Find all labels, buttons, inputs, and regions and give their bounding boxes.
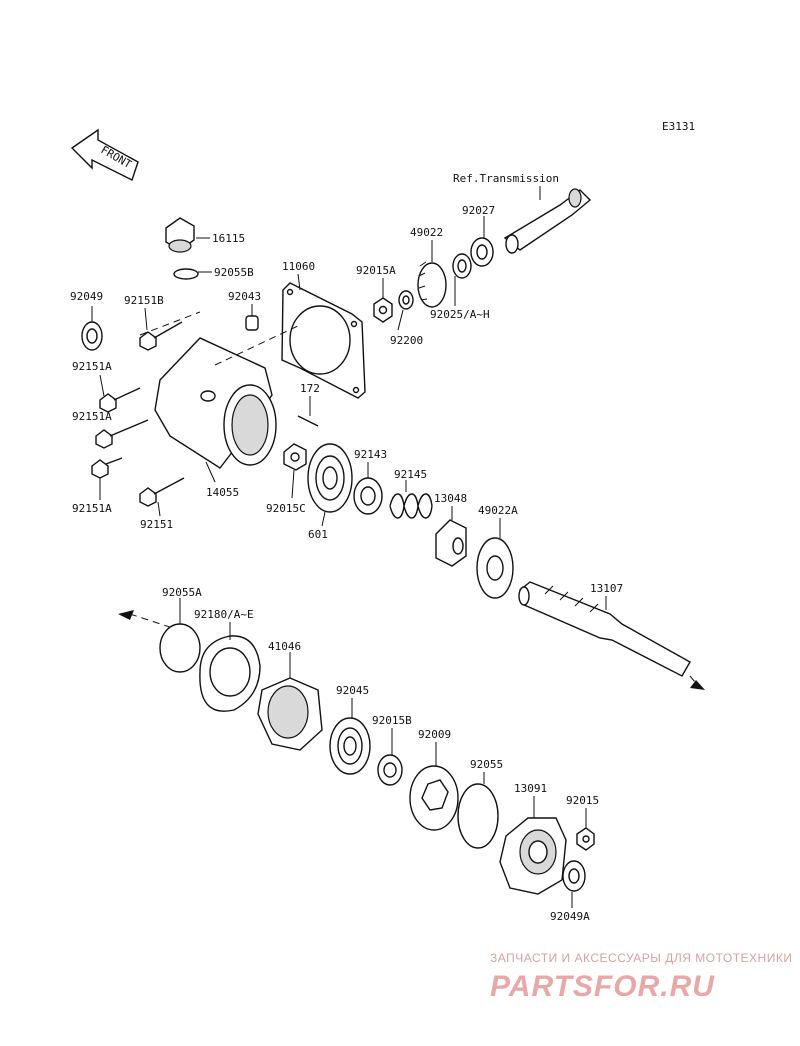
nut-92015A bbox=[373, 278, 393, 323]
label-92045: 92045 bbox=[336, 684, 369, 697]
watermark-tagline: ЗАПЧАСТИ И АКСЕССУАРЫ ДЛЯ МОТОТЕХНИКИ bbox=[490, 951, 792, 965]
plate-92009 bbox=[409, 742, 459, 831]
label-92009: 92009 bbox=[418, 728, 451, 741]
label-92180: 92180/A~E bbox=[194, 608, 254, 621]
label-92015: 92015 bbox=[566, 794, 599, 807]
label-92049A: 92049A bbox=[550, 910, 590, 923]
label-11060: 11060 bbox=[282, 260, 315, 273]
dowel-pin-92043 bbox=[245, 304, 259, 331]
label-13107: 13107 bbox=[590, 582, 623, 595]
label-92015A: 92015A bbox=[356, 264, 396, 277]
label-92055A: 92055A bbox=[162, 586, 202, 599]
part-labels: 16115 92055B 11060 92049 92151B 92043 92… bbox=[70, 204, 623, 923]
front-arrow-icon: FRONT bbox=[70, 128, 139, 181]
label-92049: 92049 bbox=[70, 290, 103, 303]
label-92151A-2: 92151A bbox=[72, 410, 112, 423]
washer-92027 bbox=[470, 216, 494, 267]
label-13048: 13048 bbox=[434, 492, 467, 505]
label-601: 601 bbox=[308, 528, 328, 541]
o-ring-92055B bbox=[173, 268, 212, 280]
transmission-shaft: Ref.Transmission bbox=[453, 172, 592, 254]
label-92145: 92145 bbox=[394, 468, 427, 481]
watermark-brand: PARTSFOR.RU bbox=[490, 970, 715, 1003]
flange-13091 bbox=[499, 796, 567, 895]
label-13091: 13091 bbox=[514, 782, 547, 795]
label-92151B: 92151B bbox=[124, 294, 164, 307]
label-41046: 41046 bbox=[268, 640, 301, 653]
seal-92049 bbox=[81, 306, 103, 351]
bolt-92151A-3 bbox=[91, 457, 123, 500]
label-92151A-1: 92151A bbox=[72, 360, 112, 373]
bearing-housing-41046 bbox=[257, 652, 323, 751]
bearing-92045 bbox=[329, 698, 371, 775]
bolt-92151B bbox=[139, 307, 183, 351]
diagram-code: E3131 bbox=[662, 120, 695, 133]
label-16115: 16115 bbox=[212, 232, 245, 245]
gasket-11060 bbox=[281, 273, 366, 399]
bearing-601 bbox=[307, 443, 353, 527]
nut-92015B bbox=[377, 728, 403, 786]
bevel-gear-49022A bbox=[476, 518, 514, 599]
label-92151: 92151 bbox=[140, 518, 173, 531]
label-92025: 92025/A~H bbox=[430, 308, 490, 321]
drive-shaft-13107 bbox=[518, 581, 705, 690]
bolt-92151A-1 bbox=[99, 374, 141, 413]
label-92027: 92027 bbox=[462, 204, 495, 217]
label-92143: 92143 bbox=[354, 448, 387, 461]
gear-case-14055 bbox=[139, 311, 301, 483]
shim-92180 bbox=[199, 622, 261, 712]
label-92043: 92043 bbox=[228, 290, 261, 303]
washer-92200 bbox=[397, 290, 414, 331]
o-ring-92055 bbox=[457, 772, 499, 849]
bolt-92151 bbox=[139, 477, 185, 517]
shim-92025 bbox=[452, 253, 472, 306]
label-92055: 92055 bbox=[470, 758, 503, 771]
bevel-gear-49022 bbox=[417, 240, 447, 308]
label-92151A-3: 92151A bbox=[72, 502, 112, 515]
o-ring-92055A bbox=[159, 598, 201, 673]
label-14055: 14055 bbox=[206, 486, 239, 499]
label-92015B: 92015B bbox=[372, 714, 412, 727]
seal-92049A bbox=[562, 860, 586, 908]
label-49022: 49022 bbox=[410, 226, 443, 239]
label-92015C: 92015C bbox=[266, 502, 306, 515]
nut-92015 bbox=[576, 808, 595, 851]
label-172: 172 bbox=[300, 382, 320, 395]
filler-cap-16115 bbox=[165, 217, 210, 253]
clutch-13048 bbox=[435, 506, 467, 567]
watermark: ЗАПЧАСТИ И АКСЕССУАРЫ ДЛЯ МОТОТЕХНИКИ PA… bbox=[490, 951, 792, 1003]
ref-transmission-label: Ref.Transmission bbox=[453, 172, 559, 185]
label-92200: 92200 bbox=[390, 334, 423, 347]
spring-92145 bbox=[389, 480, 433, 519]
label-49022A: 49022A bbox=[478, 504, 518, 517]
collar-92143 bbox=[353, 462, 383, 515]
label-92055B: 92055B bbox=[214, 266, 254, 279]
bolt-92151A-2 bbox=[95, 419, 149, 449]
stud-172 bbox=[297, 396, 319, 427]
nut-92015C bbox=[283, 443, 307, 499]
